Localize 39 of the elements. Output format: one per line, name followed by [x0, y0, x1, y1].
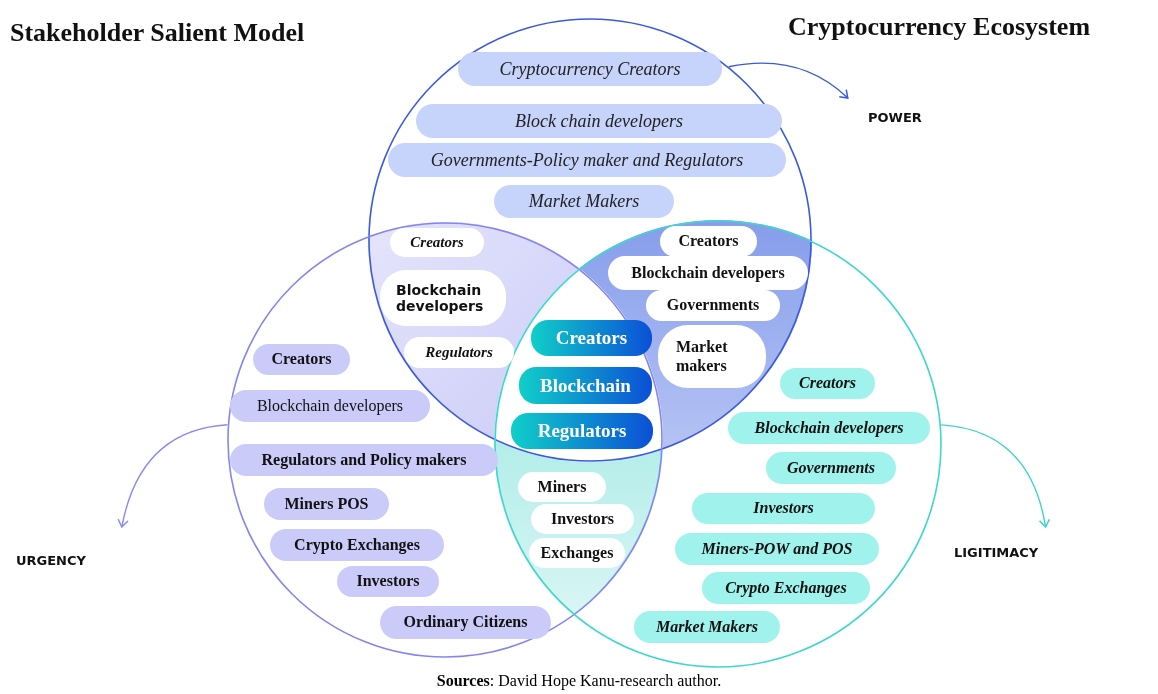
attribute-label: URGENCY — [14, 527, 124, 571]
stakeholder-pill: Miners POS — [264, 488, 389, 520]
stakeholder-pill: Regulators — [511, 413, 653, 449]
stakeholder-pill: Market Makers — [634, 611, 780, 643]
stakeholder-pill: Regulators and Policy makers — [230, 444, 498, 476]
stakeholder-pill: Investors — [531, 504, 634, 534]
stakeholder-pill: Investors — [337, 566, 439, 597]
stakeholder-pill: Governments — [646, 290, 780, 321]
stakeholder-pill: Governments-Policy maker and Regulators — [388, 143, 786, 177]
stakeholder-pill: Block chain developers — [416, 104, 782, 138]
stakeholder-pill: Cryptocurrency Creators — [458, 52, 722, 86]
stakeholder-pill: Miners-POW and POS — [675, 533, 879, 565]
source-caption: Sources: David Hope Kanu-research author. — [436, 672, 722, 689]
stakeholder-pill: Blockchain developers — [728, 412, 930, 444]
stakeholder-pill: Market Makers — [494, 185, 674, 218]
stakeholder-pill: Ordinary Citizens — [380, 606, 551, 639]
stakeholder-pill: Creators — [780, 368, 875, 399]
stakeholder-pill: Regulators — [404, 337, 514, 368]
stakeholder-pill: Miners — [518, 472, 606, 502]
stakeholder-pill: Crypto Exchanges — [270, 529, 444, 561]
stakeholder-pill: Governments — [766, 452, 896, 484]
stakeholder-pill: Creators — [253, 344, 350, 375]
attribute-label: POWER — [846, 98, 936, 130]
heading: Cryptocurrency Ecosystem — [788, 12, 1091, 42]
stakeholder-pill: Blockchain developers — [230, 390, 430, 422]
stakeholder-pill: Creators — [531, 320, 652, 356]
stakeholder-pill: Market makers — [658, 325, 766, 388]
stakeholder-pill: Investors — [692, 493, 875, 524]
stakeholder-pill: Blockchain developers — [608, 256, 808, 290]
stakeholder-pill: Crypto Exchanges — [702, 572, 870, 604]
stakeholder-pill: Creators — [390, 228, 484, 257]
attribute-label: LIGITIMACY — [952, 527, 1056, 563]
curved-arrow — [940, 424, 1050, 528]
stakeholder-pill: Blockchain developers — [380, 270, 506, 326]
stakeholder-pill: Blockchain — [519, 367, 652, 404]
stakeholder-pill: Exchanges — [529, 538, 625, 568]
diagram-title: Stakeholder Salient Model — [10, 18, 305, 48]
curved-arrow — [728, 62, 849, 99]
curved-arrow — [117, 424, 229, 528]
